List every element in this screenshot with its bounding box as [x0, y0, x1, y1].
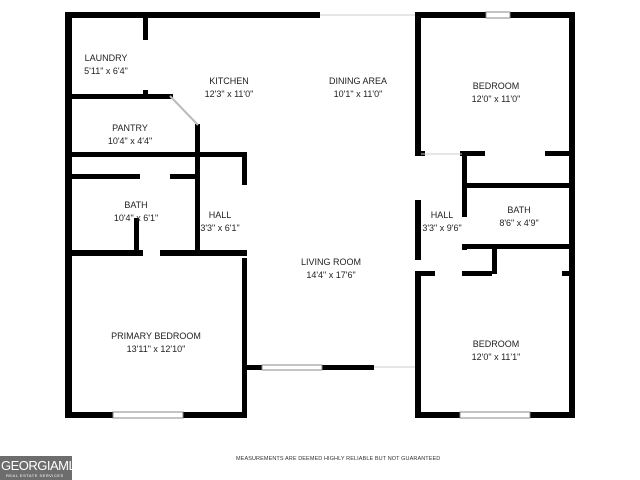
pantry-angled-wall: [169, 95, 199, 126]
room-name: LIVING ROOM: [300, 257, 362, 267]
room-dims: 10'4" x 4'4": [107, 136, 153, 146]
room-dims: 10'4" x 6'1": [113, 213, 159, 223]
room-name: HALL: [208, 210, 232, 220]
room-dims: 12'0" x 11'1": [471, 352, 521, 362]
room-hall-2: HALL 3'3" x 9'6": [422, 209, 461, 235]
room-dims: 13'11" x 12'10": [126, 344, 186, 354]
room-primary-bedroom: PRIMARY BEDROOM 13'11" x 12'10": [111, 330, 201, 356]
room-dims: 14'4" x 17'6": [306, 270, 356, 280]
room-dims: 3'3" x 6'1": [200, 223, 240, 233]
room-kitchen: KITCHEN 12'3" x 11'0": [205, 75, 254, 101]
logo-subtext: REAL ESTATE SERVICES: [6, 473, 64, 478]
disclaimer: MEASUREMENTS ARE DEEMED HIGHLY RELIABLE …: [236, 456, 441, 462]
room-hall-1: HALL 3'3" x 6'1": [200, 209, 239, 235]
room-dims: 8'6" x 4'9": [499, 218, 539, 228]
room-pantry: PANTRY 10'4" x 4'4": [108, 122, 152, 148]
room-name: PANTRY: [112, 123, 148, 133]
room-dims: 12'3" x 11'0": [204, 89, 254, 99]
georgia-mls-logo: GEORGIAMLS REAL ESTATE SERVICES: [0, 456, 84, 480]
room-living: LIVING ROOM 14'4" x 17'6": [301, 256, 361, 282]
room-name: HALL: [430, 210, 454, 220]
room-name: DINING AREA: [328, 76, 388, 86]
windows: [112, 11, 531, 419]
room-bedroom-1: BEDROOM 12'0" x 11'0": [472, 80, 521, 106]
room-name: BEDROOM: [472, 339, 520, 349]
room-dims: 10'1" x 11'0": [333, 89, 383, 99]
room-bedroom-2: BEDROOM 12'0" x 11'1": [472, 338, 521, 364]
room-name: BEDROOM: [472, 81, 520, 91]
walls: [65, 12, 575, 418]
logo-text: GEORGIAMLS: [1, 458, 84, 473]
room-dims: 5'11" x 6'4": [84, 66, 128, 76]
room-name: LAUNDRY: [84, 53, 128, 63]
room-bath-2: BATH 8'6" x 4'9": [499, 204, 538, 230]
thin-partitions: [320, 14, 462, 368]
room-dims: 12'0" x 11'0": [471, 94, 521, 104]
room-laundry: LAUNDRY 5'11" x 6'4": [84, 52, 128, 78]
room-name: BATH: [124, 200, 148, 210]
room-dims: 3'3" x 9'6": [422, 223, 462, 233]
room-dining: DINING AREA 10'1" x 11'0": [329, 75, 387, 101]
room-name: BATH: [507, 205, 531, 215]
room-name: PRIMARY BEDROOM: [111, 331, 201, 341]
room-name: KITCHEN: [209, 76, 249, 86]
room-bath-1: BATH 10'4" x 6'1": [114, 199, 158, 225]
